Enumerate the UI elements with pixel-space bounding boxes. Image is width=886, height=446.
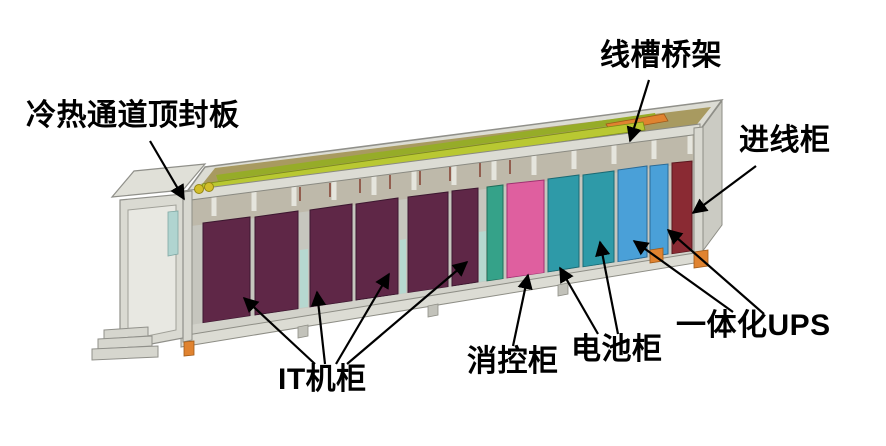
arrow-ups-2 (666, 228, 765, 315)
aisle-gap-window (479, 231, 486, 282)
container-foot-gray (427, 303, 439, 318)
entry-step-3 (91, 345, 159, 361)
it-cabinet-5 (407, 191, 449, 294)
container-foot-gray (297, 324, 309, 339)
hanging-cables (299, 160, 511, 201)
it-cabinet-1 (202, 216, 251, 324)
arrow-cable-tray (626, 79, 651, 143)
arrow-incoming-cabinet (691, 165, 757, 214)
it-cabinet-4 (355, 197, 399, 301)
it-cabinet-3 (309, 203, 353, 308)
arrow-it-cabinet-3 (335, 272, 390, 365)
incoming-line-cabinet (671, 160, 693, 255)
arrow-it-cabinet-1 (242, 296, 316, 365)
arrow-cold-hot-aisle-panel (149, 140, 185, 201)
container-foot-left (183, 340, 195, 357)
right-corner-post (693, 126, 704, 256)
arrow-it-cabinet-4 (346, 261, 469, 365)
arrow-battery-1 (559, 266, 599, 335)
left-end-window (167, 210, 179, 257)
label-incoming-cabinet: 进线柜 (739, 124, 831, 157)
left-end-door (127, 204, 177, 341)
aisle-door-panel (486, 184, 504, 282)
arrow-it-cabinet-2 (310, 290, 327, 365)
battery-cabinet-2 (582, 170, 615, 268)
label-fire-control-cabinet: 消控柜 (467, 345, 559, 378)
aisle-gap-window (400, 239, 406, 294)
right-end-face (701, 99, 723, 254)
roof-truss-struts (211, 134, 693, 216)
ups-cabinet-1 (617, 165, 648, 263)
ceiling-band (183, 133, 700, 227)
label-integrated-ups: 一体化UPS (676, 309, 831, 342)
arrow-battery-2 (595, 240, 620, 335)
it-cabinet-2 (254, 210, 299, 316)
label-battery-cabinet: 电池柜 (571, 333, 663, 366)
left-corner-post (182, 190, 193, 343)
battery-cabinet-1 (547, 174, 580, 273)
roof-lamp-2 (204, 182, 214, 192)
label-it-cabinet: IT机柜 (278, 363, 367, 396)
roof-lamp-1 (194, 184, 204, 194)
arrow-ups-1 (632, 240, 734, 313)
cable-tray-rear-rail (216, 113, 657, 181)
ups-cabinet-2 (649, 163, 669, 258)
arrow-fire-control (511, 273, 533, 347)
label-cable-tray: 线槽桥架 (600, 39, 722, 72)
container-foot-gray (557, 282, 569, 297)
annotation-arrows (149, 79, 765, 365)
label-cold-hot-aisle-panel: 冷热通道顶封板 (26, 99, 240, 132)
aisle-gap-window (300, 249, 308, 308)
fire-control-cabinet (506, 179, 545, 279)
